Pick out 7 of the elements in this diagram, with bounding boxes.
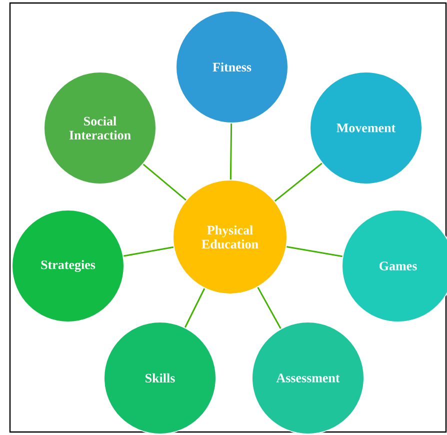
- connector-line: [184, 288, 206, 328]
- connector-line: [230, 123, 232, 180]
- connector-line: [274, 162, 322, 202]
- connector-line: [286, 246, 342, 258]
- connector-line: [142, 164, 186, 201]
- connector-line: [123, 246, 174, 257]
- connector-line: [257, 286, 282, 329]
